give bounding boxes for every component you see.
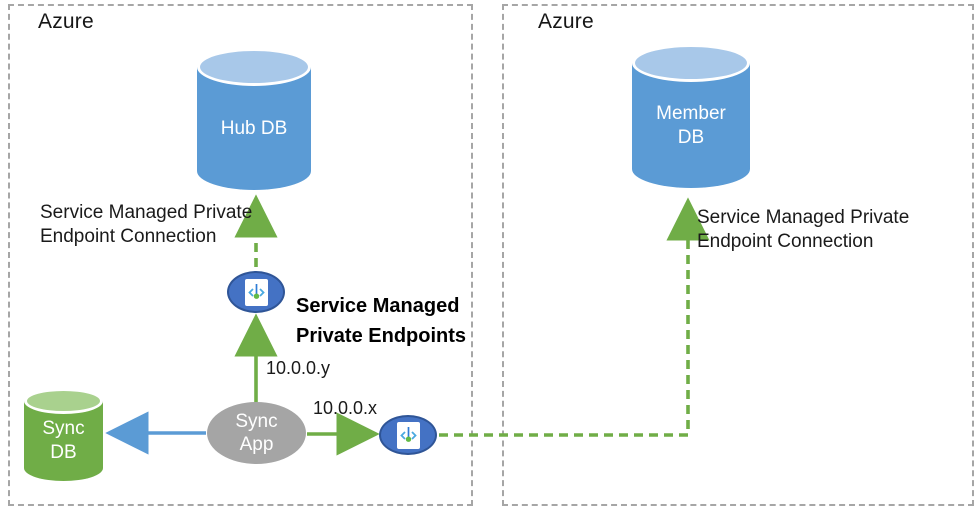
azure-region-right-title: Azure — [538, 10, 594, 33]
ip-label-x: 10.0.0.x — [313, 398, 378, 418]
cylinder-cap — [632, 44, 750, 82]
sync-db-node[interactable]: Sync DB — [24, 388, 103, 481]
member-db-node[interactable]: Member DB — [632, 44, 750, 188]
ip-label-y: 10.0.0.y — [266, 358, 331, 378]
private-endpoint-icon — [244, 278, 268, 306]
right-connection-label: Service Managed Private Endpoint Connect… — [697, 207, 910, 252]
cylinder-cap — [24, 388, 103, 414]
service-managed-private-endpoints-label: Service Managed Private Endpoints — [296, 295, 467, 347]
private-endpoint-icon — [396, 421, 420, 449]
private-endpoint-1[interactable] — [227, 271, 285, 313]
azure-region-left-title: Azure — [38, 10, 94, 33]
sync-app-node[interactable]: Sync App — [207, 402, 306, 464]
cylinder-cap — [197, 48, 311, 86]
left-connection-label: Service Managed Private Endpoint Connect… — [40, 202, 253, 247]
sync-app-label: Sync App — [235, 411, 278, 455]
private-endpoint-2[interactable] — [379, 415, 437, 455]
hub-db-label: Hub DB — [197, 67, 311, 190]
sync-db-label: Sync DB — [24, 401, 103, 481]
member-db-label: Member DB — [632, 63, 750, 188]
hub-db-node[interactable]: Hub DB — [197, 48, 311, 190]
